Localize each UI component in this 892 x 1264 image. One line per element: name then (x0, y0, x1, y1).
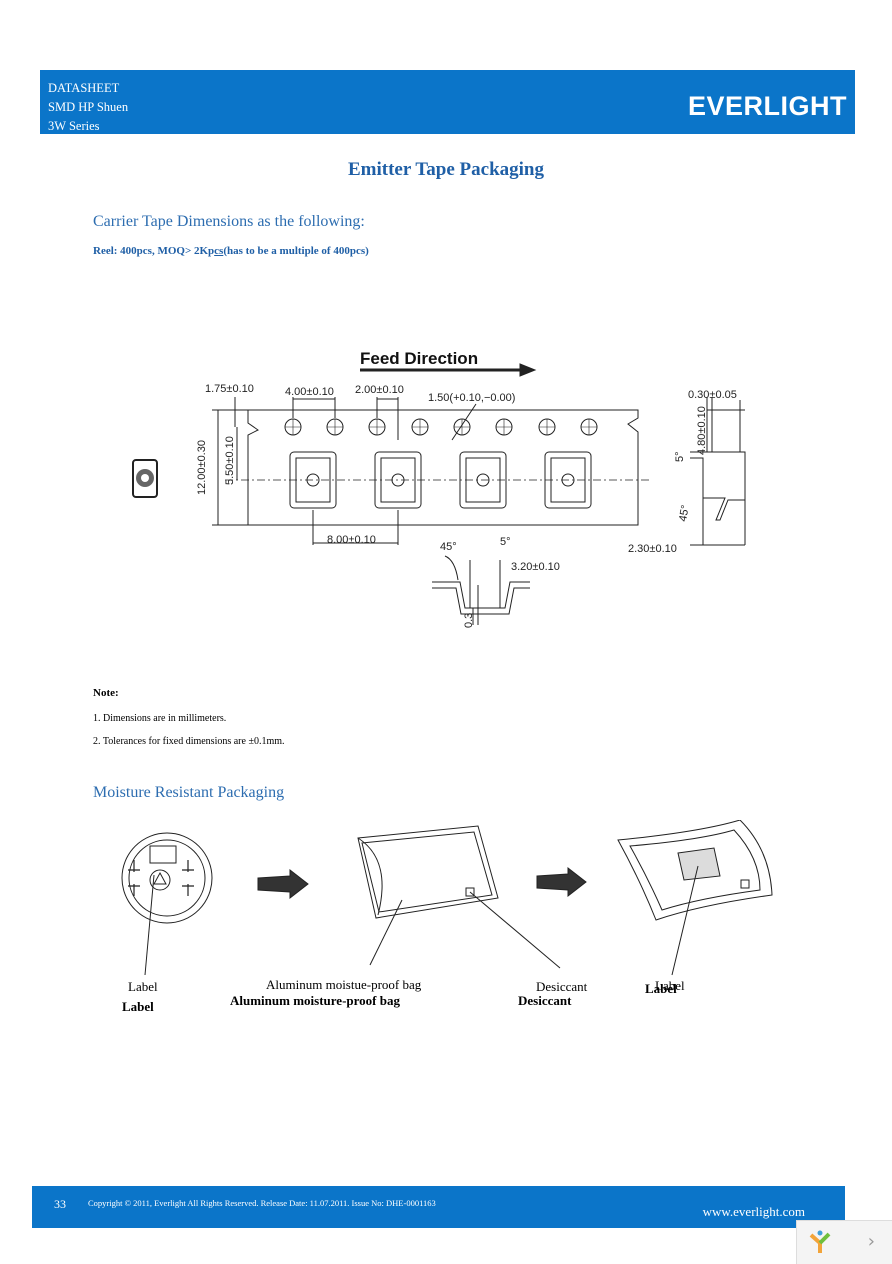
app-logo-icon (809, 1230, 831, 1253)
angle-label: 5° (500, 536, 511, 548)
dim-label: 1.75±0.10 (205, 383, 254, 395)
dim-label: 1.50(+0.10,−0.00) (428, 392, 515, 404)
product-name: SMD HP Shuen (48, 100, 129, 114)
moisture-heading: Moisture Resistant Packaging (93, 784, 285, 801)
doc-type: DATASHEET (48, 81, 120, 95)
label-caption: Label (655, 978, 685, 993)
everlight-logo: EVERLIGHT (687, 91, 847, 121)
dim-label: 0.30±0.05 (688, 389, 737, 401)
angle-label: 45° (677, 504, 692, 522)
viewer-widget[interactable]: › (796, 1220, 892, 1264)
website-link[interactable]: www.everlight.com (702, 1204, 805, 1219)
note-heading: Note: (93, 687, 119, 699)
label-caption: Label (128, 979, 158, 994)
bag-caption: Aluminum moisture-proof bag (230, 993, 400, 1008)
series-name: 3W Series (48, 119, 100, 133)
carrier-tape-heading: Carrier Tape Dimensions as the following… (93, 213, 365, 230)
page-title: Emitter Tape Packaging (348, 159, 544, 180)
dim-label: 2.30±0.10 (628, 543, 677, 555)
label-caption: Label (122, 999, 154, 1014)
dim-label: 12.00±0.30 (196, 440, 208, 495)
moisture-packaging-illustration (121, 820, 773, 976)
reel-info: Reel: 400pcs, MOQ> 2Kpcs(has to be a mul… (93, 245, 369, 257)
note-item: 1. Dimensions are in millimeters. (93, 713, 227, 724)
dim-label: 4.80±0.10 (696, 406, 708, 455)
carrier-tape-drawing: Feed Direction 1.75±0.10 4.00±0.10 2.00±… (132, 349, 746, 628)
reel-text-b: cs (214, 245, 224, 257)
reel-text-a: Reel: 400pcs, MOQ> 2Kp (93, 245, 215, 257)
copyright-text: Copyright © 2011, Everlight All Rights R… (88, 1198, 436, 1208)
note-item: 2. Tolerances for fixed dimensions are ±… (93, 736, 285, 747)
bag-caption: Aluminum moistue-proof bag (266, 977, 422, 992)
label-caption: Label (645, 981, 677, 996)
desiccant-caption: Desiccant (518, 993, 572, 1008)
page-number: 33 (54, 1197, 66, 1211)
dim-label: 8.00±0.10 (327, 534, 376, 546)
dim-label: 2.00±0.10 (355, 384, 404, 396)
footer-bar: 33 Copyright © 2011, Everlight All Right… (32, 1186, 845, 1228)
angle-label: 5° (674, 451, 686, 462)
dim-label: 4.00±0.10 (285, 386, 334, 398)
dim-label: 5.50±0.10 (224, 436, 236, 485)
desiccant-caption: Desiccant (536, 979, 588, 994)
header-bar: DATASHEET SMD HP Shuen 3W Series EVERLIG… (40, 70, 855, 134)
doc-info: DATASHEET SMD HP Shuen 3W Series (48, 79, 128, 136)
reel-text-c: (has to be a multiple of 400pcs) (223, 245, 369, 257)
dim-label: 3.20±0.10 (511, 561, 560, 573)
feed-direction-label: Feed Direction (360, 349, 478, 368)
next-arrow-icon[interactable]: › (867, 1231, 875, 1252)
angle-label: 45° (440, 541, 457, 553)
dim-label: 0.3 (463, 613, 475, 628)
